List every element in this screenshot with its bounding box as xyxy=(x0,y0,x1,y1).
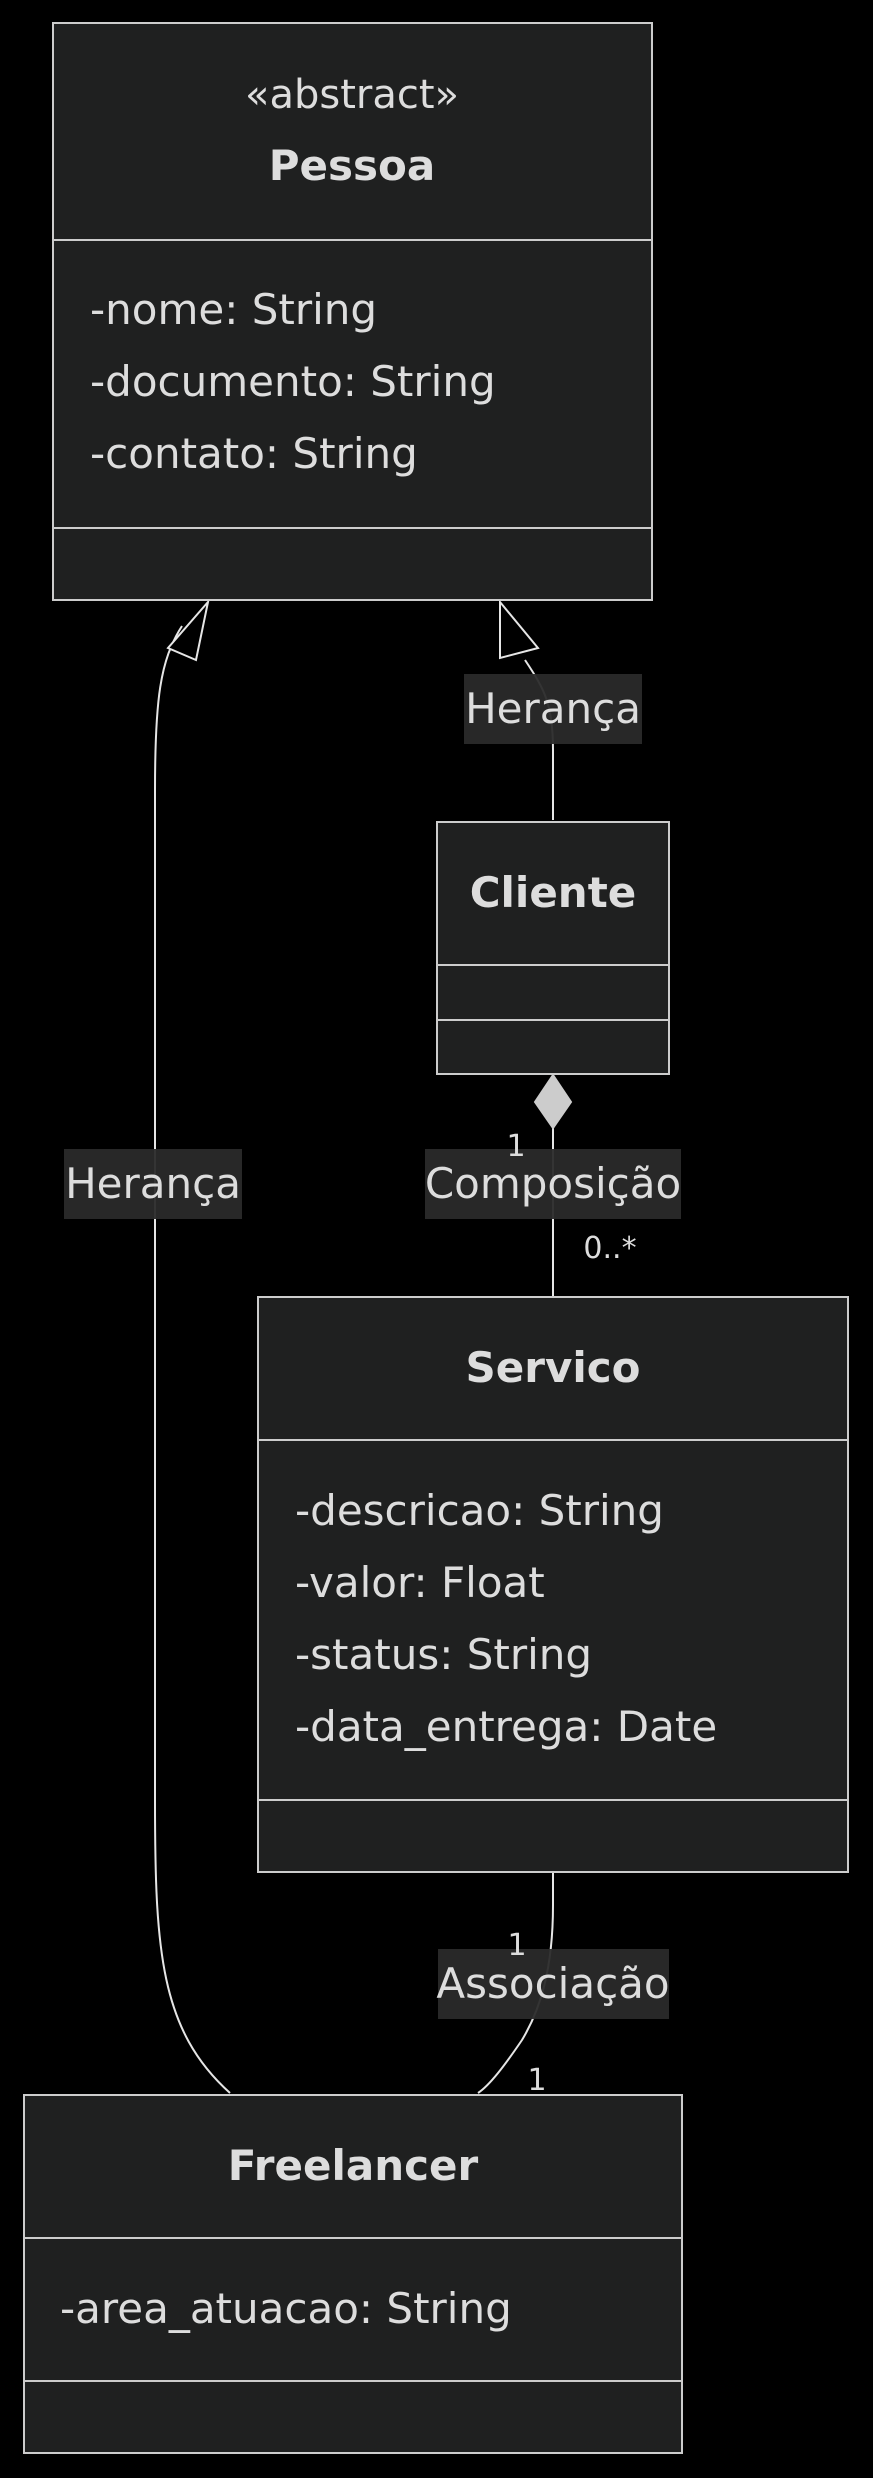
multiplicity-label: 0..* xyxy=(583,1231,636,1266)
multiplicity-label: 1 xyxy=(527,2063,546,2098)
class-freelancer[interactable]: Freelancer -area_atuacao: String xyxy=(23,2094,683,2454)
edge-label-composicao: Composição xyxy=(425,1149,681,1219)
multiplicity-label: 1 xyxy=(507,1928,526,1963)
class-pessoa[interactable]: «abstract» Pessoa -nome: String -documen… xyxy=(52,22,653,601)
edge-label-associacao: Associação xyxy=(436,1949,670,2019)
edge-servico-freelancer xyxy=(477,1872,554,2094)
class-attribute: -data_entrega: Date xyxy=(295,1702,717,1751)
class-servico[interactable]: Servico -descricao: String -valor: Float… xyxy=(257,1296,849,1873)
composition-diamond-icon xyxy=(533,1073,573,1130)
class-name: Pessoa xyxy=(269,141,435,190)
edge-label-cliente-heranca: Herança xyxy=(464,674,642,744)
multiplicity-label: 1 xyxy=(506,1129,525,1164)
class-attribute: -documento: String xyxy=(90,357,496,406)
inheritance-arrow-icon xyxy=(166,598,210,662)
class-attribute: -descricao: String xyxy=(295,1486,664,1535)
class-cliente[interactable]: Cliente xyxy=(436,821,670,1075)
svg-text:Composição: Composição xyxy=(425,1159,681,1208)
svg-text:Associação: Associação xyxy=(436,1959,669,2008)
class-name: Freelancer xyxy=(228,2141,479,2190)
edge-label-freelancer-heranca: Herança xyxy=(64,1149,242,1219)
class-name: Servico xyxy=(466,1343,641,1392)
class-stereotype: «abstract» xyxy=(245,72,459,118)
svg-text:Herança: Herança xyxy=(65,1159,241,1208)
class-attribute: -nome: String xyxy=(90,285,377,334)
class-attribute: -valor: Float xyxy=(295,1558,545,1607)
inheritance-arrow-icon xyxy=(499,599,540,660)
class-attribute: -area_atuacao: String xyxy=(60,2284,512,2333)
svg-text:Herança: Herança xyxy=(465,684,641,733)
class-attribute: -status: String xyxy=(295,1630,592,1679)
class-name: Cliente xyxy=(470,868,637,917)
class-attribute: -contato: String xyxy=(90,429,418,478)
edge-freelancer-pessoa xyxy=(154,625,231,2094)
